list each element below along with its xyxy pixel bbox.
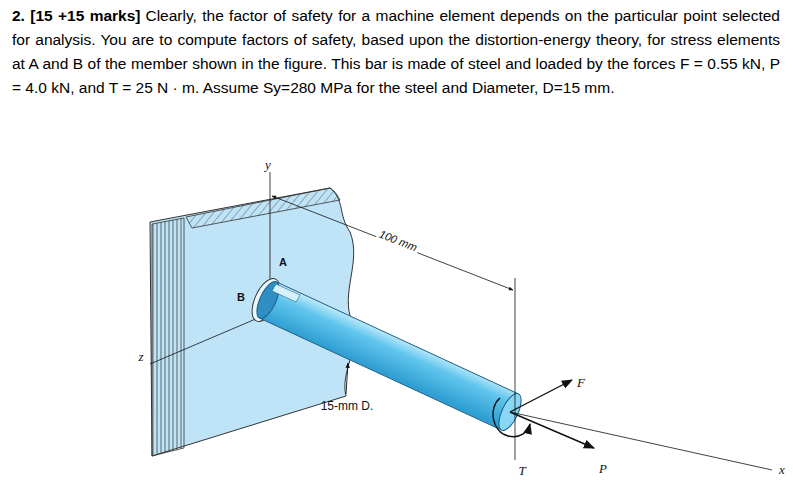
bar (260, 282, 519, 430)
force-label: P (599, 462, 607, 475)
force-label: F (577, 376, 585, 389)
torque-label: T (518, 464, 525, 477)
point-label: B (237, 292, 245, 303)
axis-label: z (138, 350, 143, 363)
x-axis (510, 412, 772, 470)
axis-label: y (265, 158, 271, 171)
wall-hatch (152, 218, 184, 456)
element-a (272, 284, 300, 302)
y-axis (270, 172, 271, 282)
diameter-label: 15-mm D. (321, 400, 374, 412)
z-axis (150, 318, 258, 364)
force-f (510, 380, 572, 412)
dimension-label: 100 mm (376, 228, 421, 254)
wall-hatch (186, 188, 340, 228)
leader-line (346, 363, 348, 394)
bar-root (252, 278, 283, 321)
torque-t (493, 398, 530, 437)
y-line (515, 392, 516, 460)
force-p (510, 412, 594, 448)
question-heading: 2. [15 +15 marks] (12, 7, 140, 24)
problem-statement: 2. [15 +15 marks]Clearly, the factor of … (12, 4, 780, 100)
extension-line (515, 278, 516, 392)
axis-label: x (779, 463, 785, 476)
dimension-line (272, 196, 513, 290)
point-label: A (279, 257, 287, 268)
